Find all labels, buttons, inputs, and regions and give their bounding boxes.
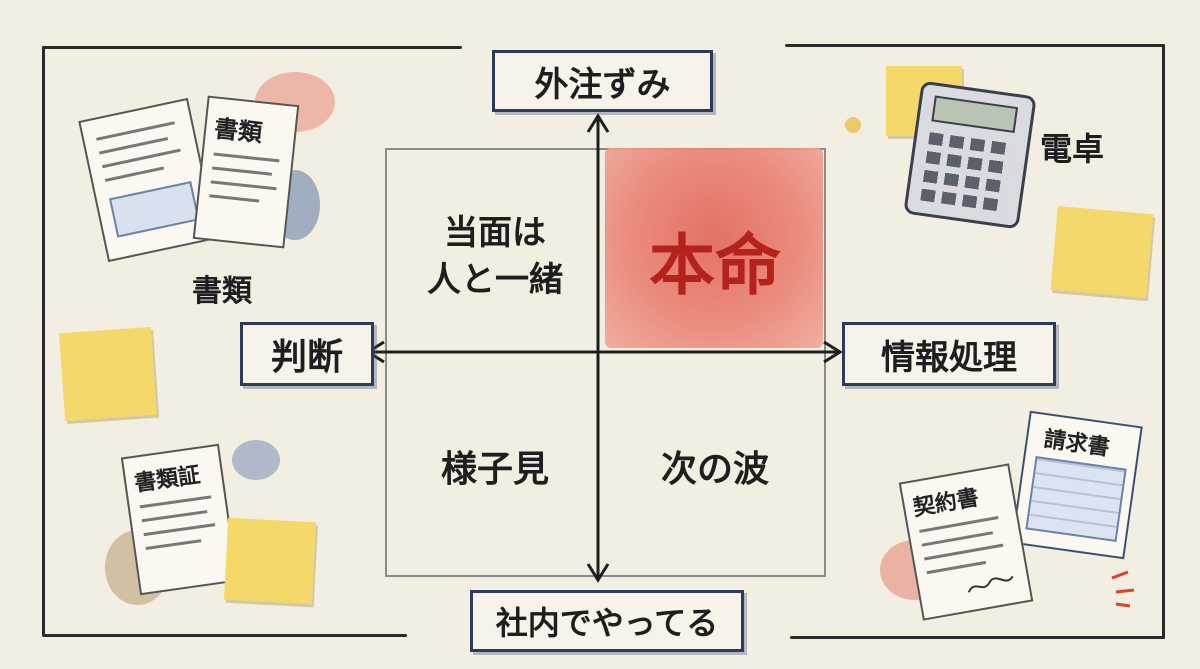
blue-ink-splash-bottom-left <box>232 440 280 480</box>
sticky-note-icon-bottom-left <box>223 517 317 605</box>
contract-icon: 契約書 <box>898 463 1034 621</box>
frame-right-line <box>1162 44 1165 639</box>
contract-tag: 契約書 <box>911 484 981 522</box>
frame-top-left-line <box>42 46 462 49</box>
yellow-dot-top-right <box>845 117 861 133</box>
down-arrowhead <box>586 563 610 583</box>
up-arrowhead <box>586 113 610 133</box>
invoice-icon: 請求書 <box>1011 410 1143 560</box>
signature-icon <box>967 575 1014 593</box>
quadrant-top-left-line1: 当面は <box>444 213 546 253</box>
frame-top-right-line <box>785 44 1165 47</box>
emphasis-marks-icon <box>1111 570 1135 608</box>
invoice-tag: 請求書 <box>1042 426 1112 462</box>
axis-label-right: 情報処理 <box>842 322 1056 386</box>
certificate-document-icon: 書類証 <box>120 443 239 596</box>
axis-label-bottom: 社内でやってる <box>470 590 744 652</box>
frame-bottom-left-line <box>42 634 407 637</box>
quadrant-bottom-left: 様子見 <box>440 448 549 490</box>
sticky-note-icon <box>59 326 157 422</box>
quadrant-top-right: 本命 <box>649 226 781 304</box>
right-arrowhead <box>823 340 843 364</box>
sticky-note-icon-right <box>1050 205 1154 299</box>
doc-tag-bottom-left: 書類証 <box>132 461 202 497</box>
document-icon-tagged: 書類 <box>192 95 300 249</box>
doc-caption-top-left: 書類 <box>192 274 252 309</box>
calculator-icon <box>903 80 1037 230</box>
doc-tag-top-left: 書類 <box>212 113 264 148</box>
quadrant-top-left-line2: 人と一緒 <box>427 260 563 300</box>
axis-label-left: 判断 <box>240 322 374 386</box>
axis-label-top: 外注ずみ <box>492 50 713 112</box>
quadrant-bottom-right: 次の波 <box>660 448 769 490</box>
top-right-highlight <box>605 148 823 348</box>
frame-left-line <box>42 46 45 636</box>
calculator-caption: 電卓 <box>1040 130 1105 168</box>
frame-bottom-right-line <box>790 636 1165 639</box>
